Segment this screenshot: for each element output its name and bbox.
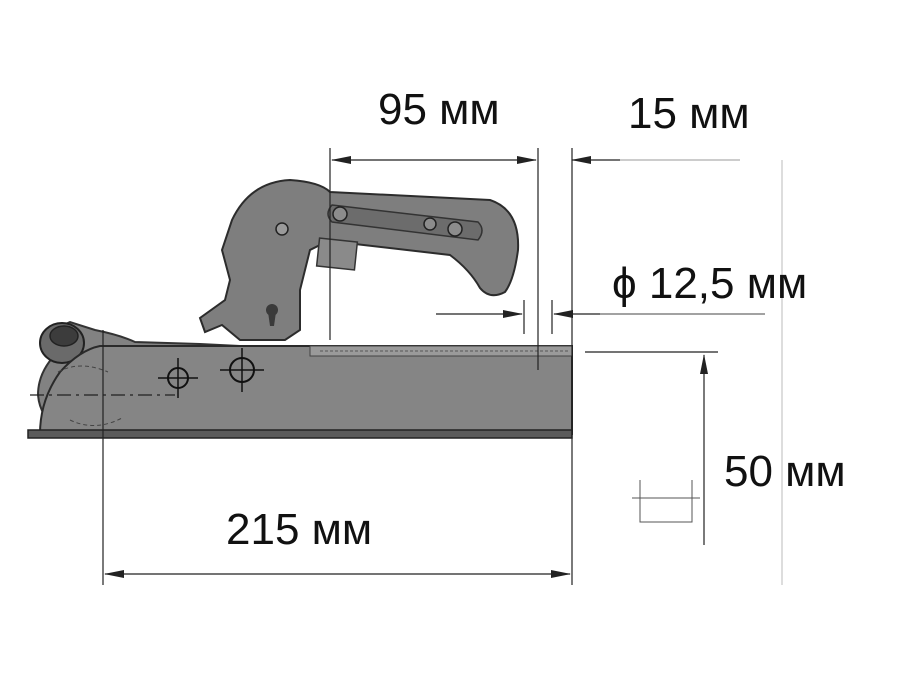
dimension-diameter	[436, 300, 765, 334]
bolt-holes	[158, 348, 264, 398]
ball-centerlines	[30, 330, 175, 585]
label-50mm: 50 мм	[724, 447, 846, 496]
label-215mm: 215 мм	[226, 505, 373, 554]
label-15mm: 15 мм	[628, 89, 750, 138]
dimension-15	[571, 148, 740, 585]
label-95mm: 95 мм	[378, 85, 500, 134]
dimension-50	[585, 160, 783, 585]
dimension-95	[329, 148, 539, 370]
label-diameter-12-5mm: ϕ 12,5 мм	[612, 259, 808, 308]
release-lever	[198, 178, 520, 341]
drawbar	[27, 345, 573, 439]
